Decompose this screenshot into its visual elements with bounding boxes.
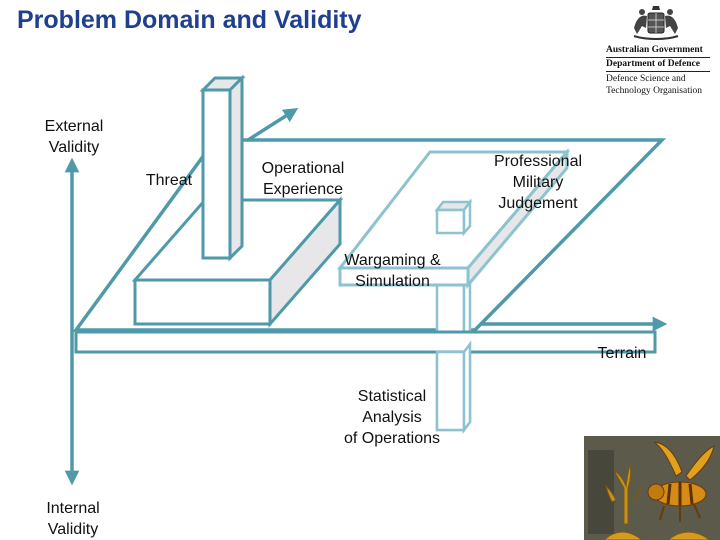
threat-post [199, 74, 246, 262]
statistical-analysis-post-lower [435, 340, 472, 434]
page-title: Problem Domain and Validity [17, 6, 362, 34]
logo-line: Technology Organisation [606, 85, 702, 96]
professional-military-judgement-label: Professional Military Judgement [493, 153, 583, 212]
statistical-analysis-label: Statistical Analysis of Operations [343, 388, 441, 447]
logo-line: Defence Science and [606, 73, 686, 84]
logo-line: Department of Defence [606, 59, 700, 70]
wargaming-simulation-label: Wargaming & Simulation [344, 252, 441, 290]
operational-experience-label: Operational Experience [261, 160, 345, 198]
threat-label: Threat [145, 172, 193, 189]
logo-line: Australian Government [606, 45, 703, 55]
terrain-label: Terrain [597, 345, 647, 362]
depth-axis-arrow [247, 108, 299, 142]
hieroglyph-bee-plant-image [584, 436, 720, 540]
external-validity-label: External Validity [44, 118, 104, 156]
statistical-analysis-post-top [434, 198, 473, 237]
terrain-plane [74, 316, 668, 354]
coat-of-arms-icon [633, 6, 679, 40]
internal-validity-label: Internal Validity [46, 500, 100, 538]
government-logo-text: Australian Government Department of Defe… [606, 44, 710, 97]
